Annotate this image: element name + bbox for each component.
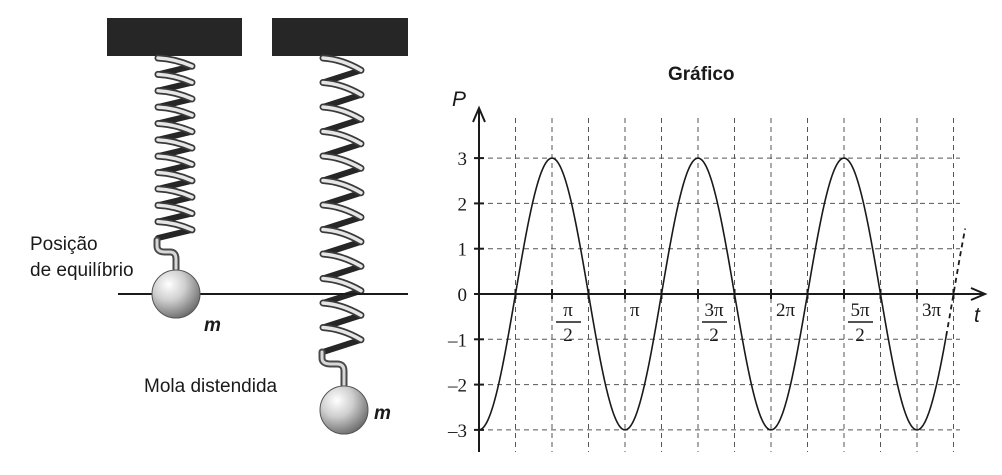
mass-ball-left	[151, 269, 201, 319]
spring-compressed	[154, 54, 196, 241]
y-tick-label: 3	[458, 149, 468, 170]
x-tick-label: 3π2	[702, 300, 727, 346]
equilibrium-label-line1: Posição	[30, 234, 98, 255]
x-tick-label: 5π2	[848, 300, 873, 346]
series-line	[478, 157, 947, 431]
series-line-extension	[945, 228, 967, 337]
x-tick-label: π	[630, 300, 640, 321]
equilibrium-label-line2: de equilíbrio	[30, 260, 134, 281]
y-tick-label: –2	[447, 376, 467, 397]
mass-label-right: m	[374, 403, 391, 424]
y-tick-label: –3	[447, 421, 467, 442]
hook-right	[318, 348, 348, 394]
x-tick-label: π2	[556, 300, 581, 346]
x-axis-label: t	[974, 304, 981, 327]
y-tick-label: 1	[458, 240, 468, 261]
svg-text:2: 2	[709, 325, 719, 346]
ceiling-block-right	[272, 18, 408, 56]
mass-ball-right	[319, 385, 369, 435]
chart-title: Gráfico	[668, 64, 735, 85]
y-axis-label: P	[452, 88, 466, 111]
svg-text:3π: 3π	[704, 300, 724, 321]
mass-label-left: m	[204, 315, 221, 336]
svg-text:π: π	[563, 300, 573, 321]
x-tick-label: 3π	[922, 300, 942, 321]
y-tick-labels: 3 2 1 0 –1 –2 –3	[447, 149, 467, 442]
svg-text:2: 2	[563, 325, 573, 346]
y-tick-label: 0	[458, 285, 468, 306]
svg-text:5π: 5π	[850, 300, 870, 321]
spring-stretched	[319, 54, 365, 355]
y-tick-label: 2	[458, 194, 468, 215]
stretched-spring-label: Mola distendida	[144, 376, 278, 397]
svg-text:2: 2	[855, 325, 865, 346]
x-tick-label: 2π	[776, 300, 796, 321]
ceiling-block-left	[107, 18, 242, 56]
y-tick-label: –1	[447, 330, 467, 351]
chart-grid	[479, 118, 960, 452]
